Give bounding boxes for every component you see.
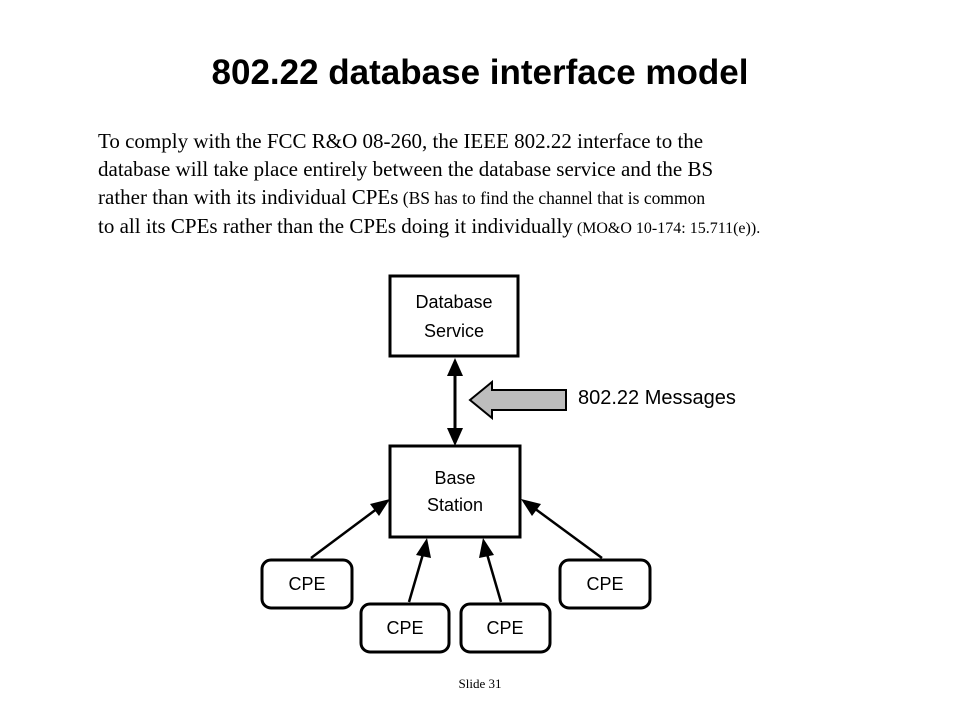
arrowhead (370, 499, 390, 516)
cpe-to-bs-arrow-3 (479, 538, 503, 603)
arrow-shaft (533, 506, 603, 560)
cpe-node-3: CPE (459, 602, 552, 654)
arrowhead-up (447, 358, 463, 376)
cpe-to-bs-arrow-4 (521, 499, 603, 560)
database-service-label-line1: Database (415, 292, 492, 312)
messages-label: 802.22 Messages (578, 387, 736, 409)
slide-title: 802.22 database interface model (211, 53, 749, 92)
database-service-label-line2: Service (424, 321, 484, 341)
cpe-to-bs-arrow-2 (407, 538, 431, 603)
messages-pointer-shape (468, 379, 567, 421)
cpe-node-4: CPE (558, 558, 652, 610)
cpe-label: CPE (486, 618, 523, 638)
cpe-box (459, 602, 552, 654)
body-line-4-main: to all its CPEs rather than the CPEs doi… (98, 214, 573, 238)
arrowhead (479, 538, 494, 558)
cpe-label: CPE (386, 618, 423, 638)
bidirectional-link-arrow (447, 358, 463, 446)
body-line-2: database will take place entirely betwee… (98, 157, 714, 181)
cpe-box (260, 558, 354, 610)
base-station-label-line1: Base (434, 468, 475, 488)
cpe-node-2: CPE (359, 602, 451, 654)
body-line-3-note: (BS has to find the channel that is comm… (398, 188, 706, 208)
cpe-label: CPE (288, 574, 325, 594)
base-station-box (388, 444, 522, 539)
body-paragraph: To comply with the FCC R&O 08-260, the I… (98, 127, 918, 243)
base-station-label-line2: Station (427, 495, 483, 515)
cpe-box (359, 602, 451, 654)
body-line-1: To comply with the FCC R&O 08-260, the I… (98, 129, 704, 153)
arrowhead-down (447, 428, 463, 446)
slide-number: Slide 31 (458, 676, 502, 691)
body-line-3: rather than with its individual CPEs (BS… (98, 183, 918, 212)
arrow-shaft (407, 553, 425, 603)
body-line-4-citation: (MO&O 10-174: 15.711(e)). (572, 220, 761, 237)
database-service-box (388, 274, 520, 358)
body-line-4: to all its CPEs rather than the CPEs doi… (98, 212, 918, 243)
cpe-to-bs-arrow-1 (310, 499, 390, 560)
cpe-node-1: CPE (260, 558, 354, 610)
database-service-node: Database Service (388, 274, 520, 358)
body-line-3-main: rather than with its individual CPEs (98, 185, 399, 209)
arrow-shaft (485, 553, 503, 603)
cpe-label: CPE (586, 574, 623, 594)
arrowhead (521, 499, 541, 516)
cpe-box (558, 558, 652, 610)
arrow-shaft (310, 506, 379, 560)
messages-pointer-arrow (468, 379, 567, 421)
arrowhead (416, 538, 431, 558)
base-station-node: Base Station (388, 444, 522, 539)
